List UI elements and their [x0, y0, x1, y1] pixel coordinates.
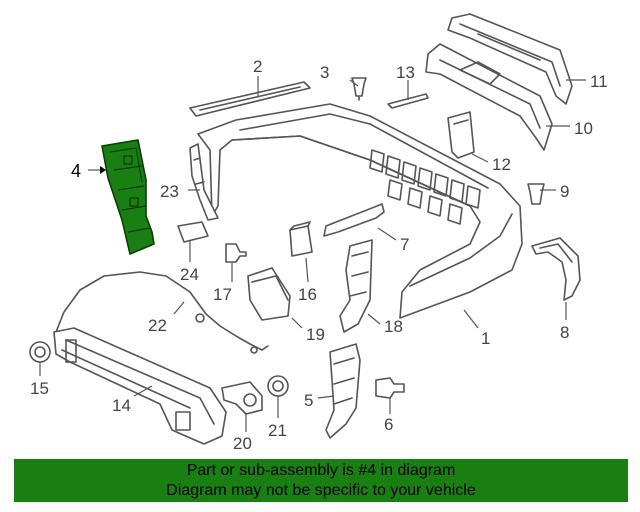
- callout-24: 24: [180, 265, 199, 284]
- part-3-clip[interactable]: [351, 77, 367, 101]
- callout-19: 19: [306, 325, 325, 344]
- part-16-block[interactable]: [289, 221, 313, 257]
- part-11-spoiler[interactable]: [447, 13, 573, 105]
- part-6-clip[interactable]: [375, 377, 405, 399]
- part-12-cover[interactable]: [447, 111, 475, 159]
- part-22-wire-harness[interactable]: [55, 271, 269, 354]
- part-4-bracket-highlighted[interactable]: [101, 139, 155, 255]
- callout-11: 11: [590, 72, 608, 91]
- part-24-plate[interactable]: [177, 221, 209, 243]
- banner-line-part-number: Part or sub-assembly is #4 in diagram: [186, 461, 456, 479]
- part-2-strip[interactable]: [189, 81, 311, 117]
- banner-line-disclaimer: Diagram may not be specific to your vehi…: [166, 481, 476, 499]
- callout-8: 8: [560, 323, 569, 342]
- callout-22: 22: [148, 316, 167, 335]
- callout-17: 17: [213, 285, 232, 304]
- part-8-wheel-liner[interactable]: [531, 237, 581, 301]
- callout-4: 4: [71, 161, 81, 181]
- callout-16: 16: [298, 285, 317, 304]
- callout-21: 21: [268, 421, 287, 440]
- callout-10: 10: [574, 119, 593, 138]
- callout-12: 12: [492, 155, 511, 174]
- part-1-bumper-cover[interactable]: [197, 103, 523, 319]
- part-19-module[interactable]: [247, 267, 291, 321]
- bumper-vent-grid: [369, 149, 481, 225]
- leader-lines: [39, 76, 586, 432]
- callout-3: 3: [320, 63, 329, 82]
- part-17-push-pin[interactable]: [225, 243, 247, 263]
- callout-7: 7: [400, 235, 409, 254]
- callout-23: 23: [160, 182, 179, 201]
- part-21-sensor-ring[interactable]: [267, 375, 289, 397]
- part-15-grommet[interactable]: [29, 341, 51, 363]
- part-23-side-bracket[interactable]: [189, 143, 219, 221]
- callout-1: 1: [481, 329, 490, 348]
- callout-13: 13: [396, 63, 415, 82]
- callout-9: 9: [560, 182, 569, 201]
- part-7-bracket[interactable]: [323, 203, 385, 237]
- callout-2: 2: [253, 57, 262, 76]
- part-14-impact-bar[interactable]: [53, 327, 227, 445]
- part-18-vertical-bracket[interactable]: [339, 239, 373, 333]
- part-10-rear-panel[interactable]: [425, 43, 553, 151]
- callout-15: 15: [30, 379, 49, 398]
- callout-14: 14: [112, 396, 131, 415]
- callout-18: 18: [384, 317, 403, 336]
- info-banner: Part or sub-assembly is #4 in diagram Di…: [14, 459, 628, 502]
- part-9-clip[interactable]: [527, 183, 545, 205]
- callout-6: 6: [384, 415, 393, 434]
- callout-20: 20: [233, 434, 252, 453]
- parts-diagram: 1 2 3 4 5 6 7 8 9 10 11 12 13 14 15 16 1…: [29, 13, 608, 453]
- part-20-sensor[interactable]: [221, 381, 263, 415]
- part-13-bracket[interactable]: [387, 93, 429, 109]
- part-5-lower-bracket[interactable]: [325, 343, 361, 439]
- callout-5: 5: [304, 391, 313, 410]
